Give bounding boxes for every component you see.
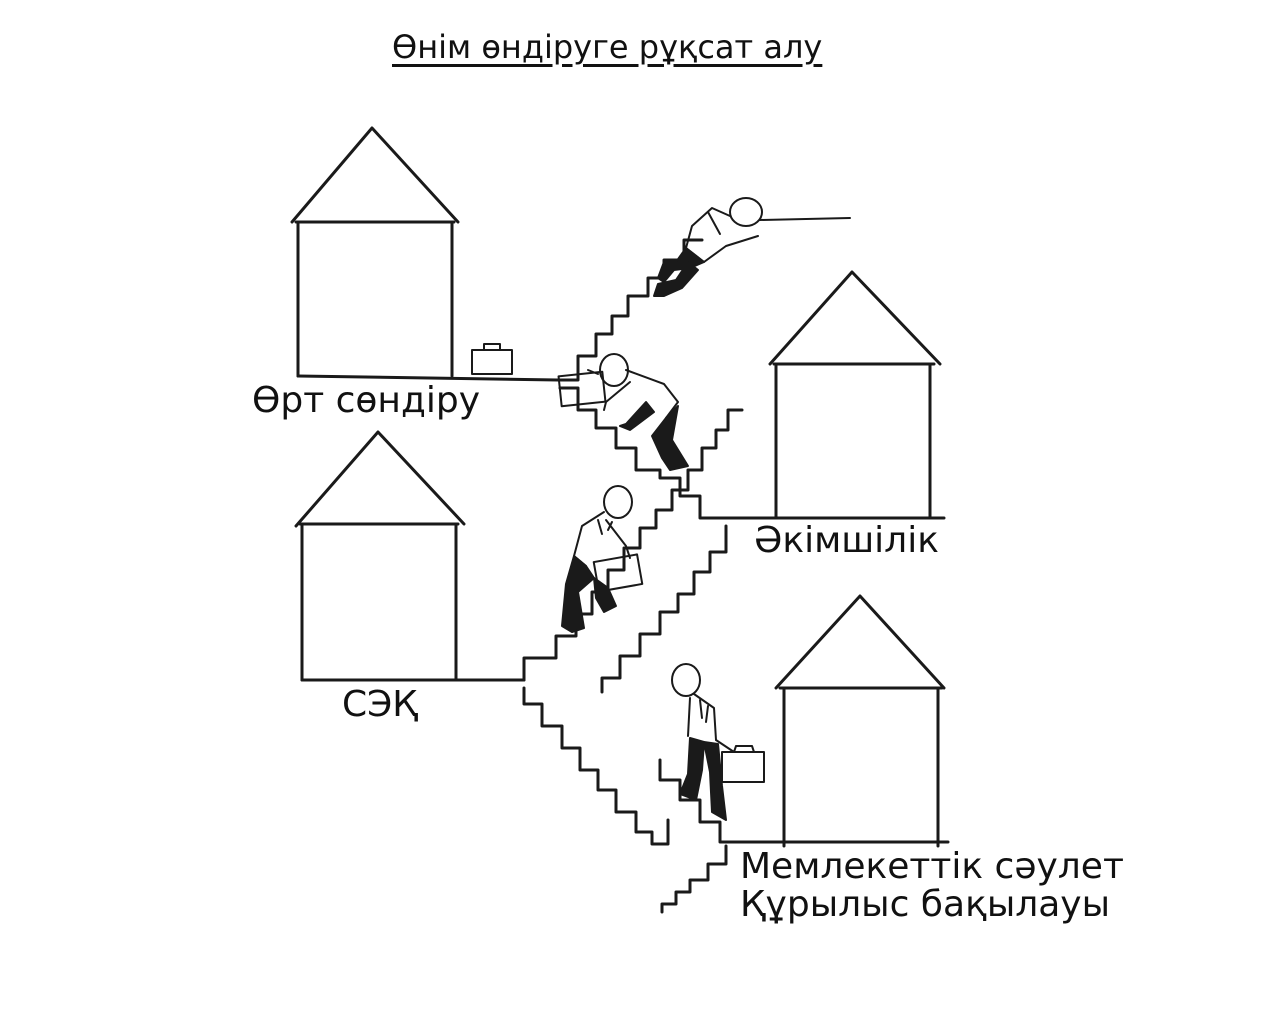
staircase-right-edge [558, 386, 730, 520]
label-architecture-line-1: Мемлекеттік сәулет [740, 846, 1124, 887]
label-fire-service: Өрт сөндіру [252, 380, 481, 421]
diagram-title: Өнім өндіруге рұқсат алу [392, 28, 823, 66]
label-akimat: Әкімшілік [754, 520, 939, 561]
person-bending-upper [557, 353, 689, 471]
ground-line-fire [296, 374, 560, 382]
label-sanitary: СЭҚ [342, 684, 418, 725]
house-sanitary [294, 430, 466, 682]
house-fire-service [290, 126, 460, 378]
person-crawling-top [653, 197, 851, 297]
staircase-lower-right-edge [658, 758, 728, 844]
staircase-left-edge [522, 408, 744, 682]
person-climbing-middle [561, 485, 644, 633]
house-akimat [726, 270, 946, 520]
staircase-middle-right-edge [600, 524, 728, 694]
briefcase-ground-icon [471, 343, 513, 375]
staircase-upper-left-edge [556, 238, 704, 382]
house-architecture [774, 594, 946, 848]
label-architecture-line-2: Құрылыс бақылауы [740, 883, 1111, 925]
person-walking-lower [671, 663, 765, 821]
staircase-lower-left-edge [522, 686, 670, 846]
label-architecture-control: Мемлекеттік сәулет Құрылыс бақылауы [740, 848, 1124, 924]
staircase-bottom-edge [660, 844, 728, 914]
